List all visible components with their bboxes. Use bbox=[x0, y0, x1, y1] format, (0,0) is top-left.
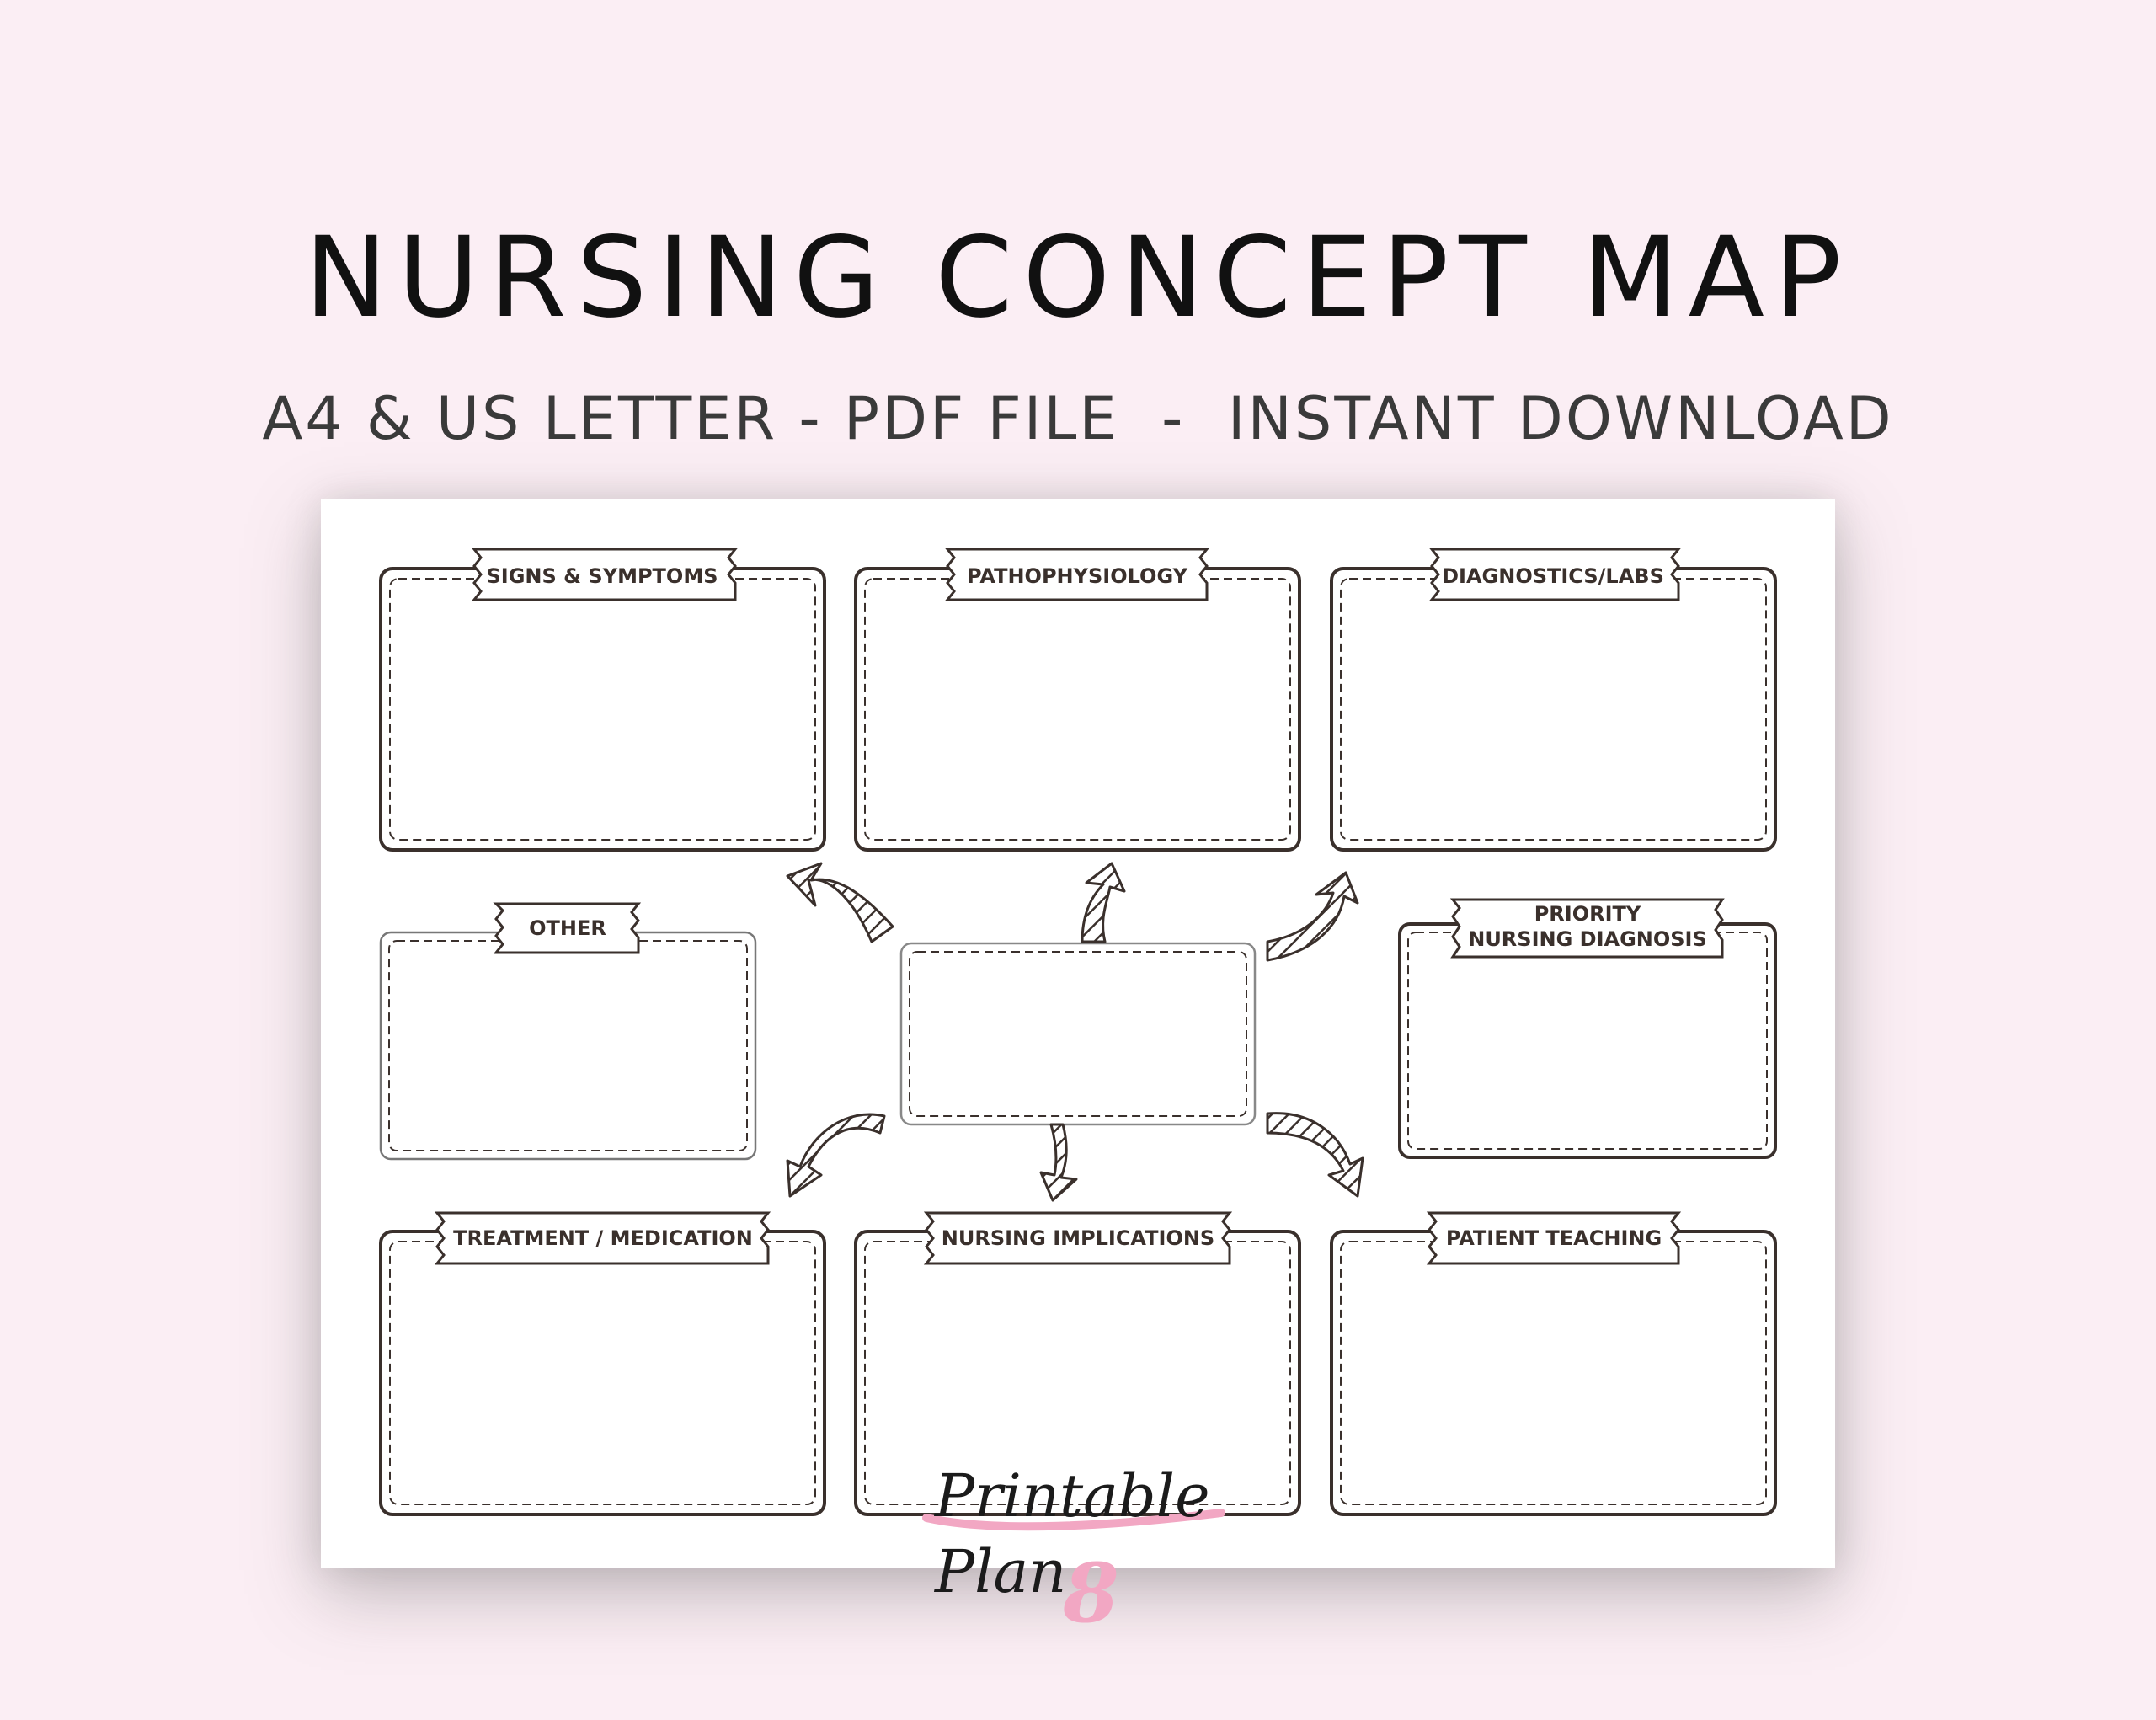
printable-plan8-logo: Printable Plan 8 bbox=[922, 1461, 1225, 1641]
tag-diagnostics-labs bbox=[1428, 548, 1682, 601]
box-center bbox=[899, 942, 1257, 1126]
tag-priority-nursing-diagnosis bbox=[1449, 898, 1725, 959]
box-priority-nursing-diagnosis bbox=[1398, 922, 1777, 1159]
box-treatment-medication bbox=[379, 1230, 826, 1516]
logo-text-printable: Printable bbox=[933, 1461, 1210, 1530]
arrow-to-treatment-icon bbox=[786, 1113, 886, 1198]
label-patient-teaching: PATIENT TEACHING bbox=[1446, 1226, 1662, 1250]
page-title: NURSING CONCEPT MAP bbox=[304, 213, 1852, 343]
arrow-to-signs-icon bbox=[786, 862, 894, 943]
label-pathophysiology: PATHOPHYSIOLOGY bbox=[967, 564, 1188, 588]
box-signs-symptoms bbox=[379, 567, 826, 852]
label-diagnostics-labs: DIAGNOSTICS/LABS bbox=[1442, 564, 1664, 588]
label-treatment-medication: TREATMENT / MEDICATION bbox=[453, 1226, 753, 1250]
label-signs-symptoms: SIGNS & SYMPTOMS bbox=[486, 564, 718, 588]
label-nursing-implications: NURSING IMPLICATIONS bbox=[942, 1226, 1214, 1250]
box-pathophysiology bbox=[854, 567, 1301, 852]
page-subtitle: A4 & US LETTER - PDF FILE - INSTANT DOWN… bbox=[262, 384, 1894, 453]
box-other bbox=[379, 931, 757, 1161]
tag-signs-symptoms bbox=[471, 548, 739, 601]
arrow-to-teaching-icon bbox=[1266, 1112, 1364, 1198]
tag-nursing-implications bbox=[923, 1211, 1233, 1265]
tag-patient-teaching bbox=[1426, 1211, 1682, 1265]
label-priority-line1: PRIORITY bbox=[1534, 902, 1641, 926]
tag-other bbox=[493, 902, 642, 954]
box-diagnostics-labs bbox=[1330, 567, 1777, 852]
logo-text-plan: Plan bbox=[933, 1537, 1066, 1606]
box-patient-teaching bbox=[1330, 1230, 1777, 1516]
arrow-to-pathophysiology-icon bbox=[1081, 862, 1126, 943]
arrow-to-implications-icon bbox=[1039, 1123, 1078, 1202]
tag-treatment-medication bbox=[434, 1211, 771, 1265]
tag-pathophysiology bbox=[944, 548, 1210, 601]
arrow-to-diagnostics-icon bbox=[1266, 871, 1359, 962]
label-other: OTHER bbox=[529, 916, 606, 940]
label-priority-line2: NURSING DIAGNOSIS bbox=[1468, 927, 1707, 951]
logo-mark-8: 8 bbox=[1062, 1546, 1119, 1641]
concept-map-sheet bbox=[321, 499, 1835, 1568]
